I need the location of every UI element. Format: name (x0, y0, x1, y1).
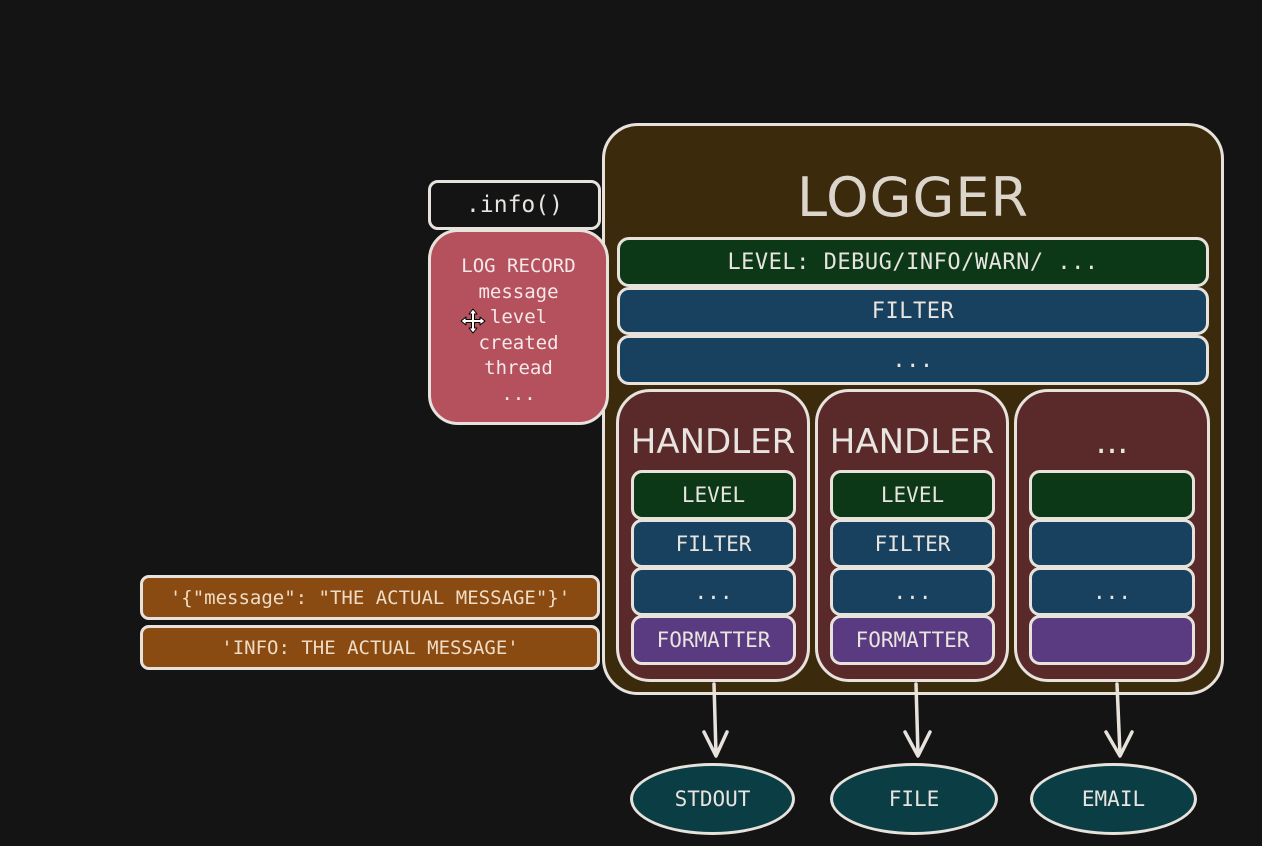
log-record-title: LOG RECORD (461, 255, 576, 277)
log-record-field: created (478, 331, 559, 354)
log-record-box: LOG RECORD message level created thread … (428, 229, 609, 425)
logger-filter-bar: FILTER (617, 287, 1209, 335)
handler-formatter-1: FORMATTER (631, 615, 796, 665)
handler-filter-1: FILTER (631, 519, 796, 568)
handler-formatter-3 (1029, 615, 1195, 665)
arrows (702, 682, 1134, 758)
handler-title-1: HANDLER (630, 422, 796, 462)
output-text: 'INFO: THE ACTUAL MESSAGE' (140, 625, 600, 670)
move-cursor-icon (460, 308, 486, 334)
handler-level-2: LEVEL (830, 470, 995, 520)
handler-level-1: LEVEL (631, 470, 796, 520)
log-record-field: thread (484, 357, 553, 379)
log-record-field: message (478, 280, 559, 303)
log-record-field: ... (501, 382, 536, 405)
handler-title-2: HANDLER (829, 422, 995, 462)
log-record-field: level (489, 306, 548, 328)
logger-more-bar: ... (617, 335, 1209, 385)
handler-title-3: ... (1095, 422, 1129, 462)
handler-filter-3 (1029, 519, 1195, 568)
destination-stdout: STDOUT (630, 763, 795, 835)
destination-file: FILE (830, 763, 998, 835)
arrow-email (1104, 682, 1134, 758)
handler-level-3 (1029, 470, 1195, 520)
arrow-stdout (702, 682, 729, 758)
destination-email: EMAIL (1030, 763, 1197, 835)
handler-more-2: ... (830, 567, 995, 616)
handler-more-1: ... (631, 567, 796, 616)
handler-more-3: ... (1029, 567, 1195, 616)
output-json: '{"message": "THE ACTUAL MESSAGE"}' (140, 575, 600, 620)
logger-title: LOGGER (797, 166, 1029, 229)
handler-filter-2: FILTER (830, 519, 995, 568)
logger-level-bar: LEVEL: DEBUG/INFO/WARN/ ... (617, 237, 1209, 287)
handler-formatter-2: FORMATTER (830, 615, 995, 665)
info-call-box: .info() (428, 180, 601, 230)
arrow-file (903, 682, 932, 758)
